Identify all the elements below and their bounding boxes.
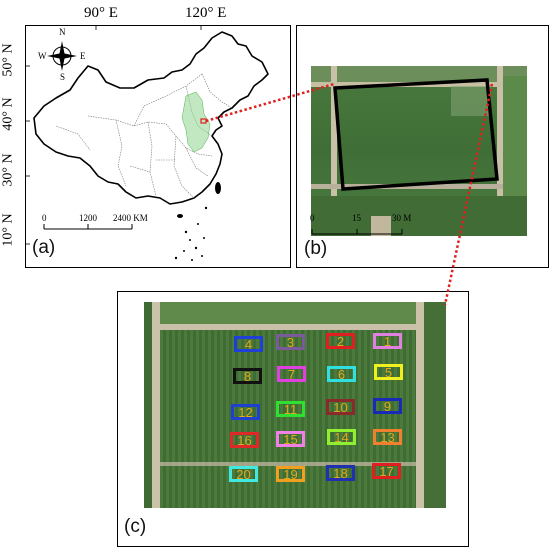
plot-9: 9	[373, 398, 402, 414]
plot-15: 15	[276, 431, 305, 447]
lat-label-50: 50° N	[0, 43, 16, 77]
aerial-image-b	[311, 66, 527, 236]
plot-label: 15	[283, 432, 298, 447]
north-china-plain	[181, 91, 211, 153]
map-frame: N S E W 0 1200 2400 KM (a)	[25, 25, 291, 268]
lat-label-10: 10° N	[0, 213, 16, 247]
scale-b-30: 30 M	[392, 213, 412, 223]
plot-7: 7	[277, 366, 306, 382]
plot-17: 17	[372, 463, 401, 479]
plot-label: 12	[238, 405, 253, 420]
panel-a-letter: (a)	[32, 237, 56, 258]
china-map	[26, 26, 269, 261]
panel-a: 90° E 120° E 50° N 40° N 30° N 10° N	[0, 0, 292, 270]
plot-label: 13	[380, 430, 395, 445]
plot-label: 8	[243, 369, 252, 384]
compass-s: S	[60, 72, 66, 82]
panel-b-letter: (b)	[304, 238, 328, 259]
scale-a-0: 0	[42, 213, 47, 223]
plot-label: 4	[244, 337, 253, 352]
scale-bar-b	[311, 229, 403, 235]
plot-label: 10	[333, 400, 348, 415]
panel-c: 4 3 2 1 8 7 6 5 12 11 10 9 16 15 14 13 2…	[117, 291, 469, 547]
plot-11: 11	[276, 401, 305, 417]
plot-label: 1	[383, 334, 392, 349]
plot-label: 3	[286, 335, 295, 350]
plot-label: 14	[334, 430, 349, 445]
plot-label: 17	[379, 464, 394, 479]
plot-2: 2	[326, 333, 355, 349]
plot-16: 16	[230, 432, 259, 448]
plot-13: 13	[373, 429, 402, 445]
lon-label-90: 90° E	[84, 5, 118, 21]
lat-label-40: 40° N	[0, 97, 16, 131]
plot-18: 18	[326, 465, 355, 481]
plot-14: 14	[327, 429, 356, 445]
plot-19: 19	[276, 466, 305, 482]
panel-b: 0 15 30 M (b)	[296, 25, 549, 268]
plot-20: 20	[229, 466, 258, 482]
compass-e: E	[80, 51, 86, 61]
scale-a-1200: 1200	[79, 213, 97, 223]
plot-label: 7	[287, 367, 296, 382]
compass-w: W	[38, 51, 47, 61]
lon-label-120: 120° E	[185, 5, 227, 21]
scale-b-0: 0	[310, 213, 315, 223]
panel-c-letter: (c)	[124, 516, 147, 537]
lat-label-30: 30° N	[0, 153, 16, 187]
plot-label: 11	[283, 402, 298, 417]
plot-1: 1	[373, 333, 402, 349]
plot-8: 8	[233, 368, 262, 384]
scale-a-2400: 2400 KM	[113, 213, 148, 223]
plot-label: 18	[333, 466, 348, 481]
plot-label: 6	[337, 367, 346, 382]
plot-label: 2	[336, 334, 345, 349]
china-outline	[33, 31, 269, 205]
scale-b-15: 15	[352, 213, 361, 223]
plot-label: 9	[383, 399, 392, 414]
plot-10: 10	[326, 399, 355, 415]
plot-label: 5	[384, 365, 393, 380]
plot-4: 4	[234, 336, 263, 352]
plot-label: 20	[236, 467, 251, 482]
compass-n: N	[59, 27, 66, 37]
plot-6: 6	[327, 366, 356, 382]
plot-3: 3	[276, 334, 305, 350]
plot-label: 19	[283, 467, 298, 482]
aerial-image-c	[144, 302, 446, 508]
plot-label: 16	[237, 433, 252, 448]
compass-rose-icon	[47, 41, 77, 71]
plot-5: 5	[374, 364, 403, 380]
field-boundary	[333, 78, 499, 191]
plot-12: 12	[231, 404, 260, 420]
